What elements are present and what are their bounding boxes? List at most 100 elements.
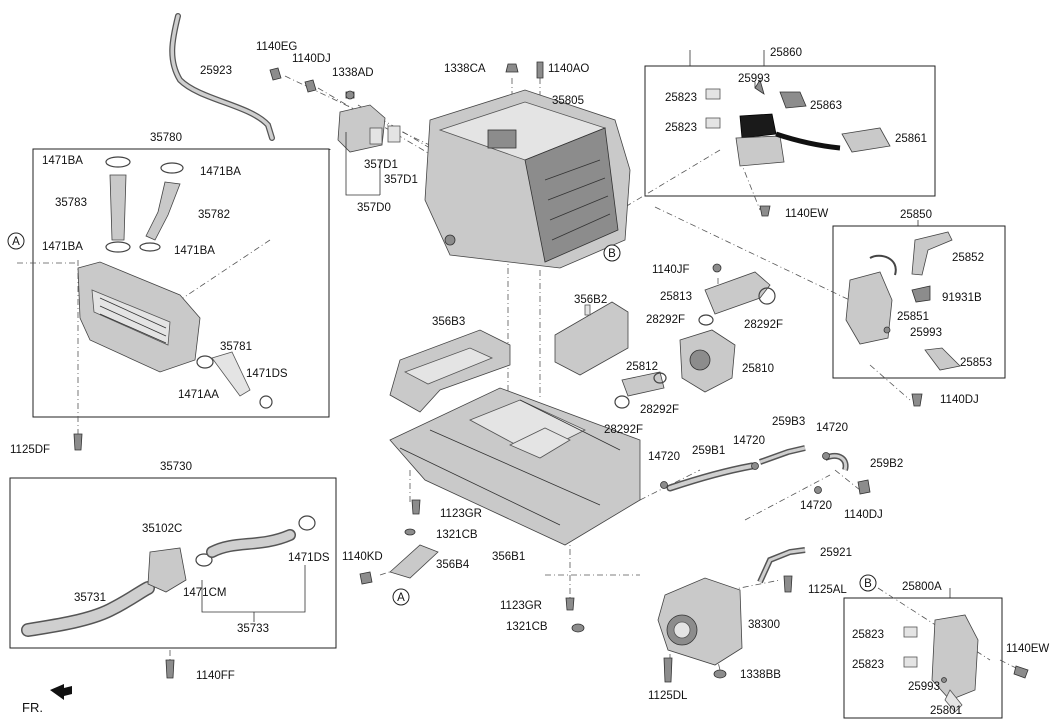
coolant-pump-25810: [614, 263, 776, 409]
label-259B1: 259B1: [692, 445, 725, 457]
label-25823-d: 25823: [852, 659, 884, 671]
hose-25923: [169, 13, 275, 141]
label-1125DL: 1125DL: [648, 690, 688, 702]
label-356B2: 356B2: [574, 294, 607, 306]
svg-text:B: B: [864, 578, 872, 590]
label-1471BA-1: 1471BA: [42, 155, 83, 167]
callout-B-mid: B: [603, 244, 621, 262]
label-1140EW-low: 1140EW: [1006, 643, 1049, 655]
label-35731: 35731: [74, 592, 106, 604]
label-1338CA: 1338CA: [444, 63, 486, 75]
label-25853: 25853: [960, 357, 992, 369]
pipe-25921: [757, 547, 806, 584]
label-35730: 35730: [160, 461, 192, 473]
label-1140DJ-low: 1140DJ: [844, 509, 883, 521]
label-FR: FR.: [22, 700, 43, 715]
bracket-356B2: [554, 301, 629, 376]
group-box-25800A: [843, 597, 1003, 719]
fastener-1123GR-a: [411, 499, 421, 515]
label-28292F-a: 28292F: [646, 314, 685, 326]
label-259B2: 259B2: [870, 458, 903, 470]
svg-text:B: B: [608, 248, 616, 260]
label-25993-mid: 25993: [910, 327, 942, 339]
label-14720-b: 14720: [733, 435, 765, 447]
label-25801: 25801: [930, 705, 962, 717]
fastener-1125DF: [73, 433, 83, 451]
fastener-1140AO: [536, 61, 544, 79]
bracket-356B4: [389, 544, 439, 579]
label-25823-b: 25823: [665, 122, 697, 134]
fastener-1140KD: [359, 571, 373, 585]
label-14720-c: 14720: [648, 451, 680, 463]
label-357D0: 357D0: [357, 202, 391, 214]
label-1471AA: 1471AA: [178, 389, 219, 401]
front-direction-arrow-icon: [50, 684, 72, 700]
label-259B3: 259B3: [772, 416, 805, 428]
label-1140DJ-top: 1140DJ: [292, 53, 331, 65]
hose-assembly-35730: [21, 515, 316, 637]
label-357D1-a: 357D1: [364, 159, 398, 171]
chiller-assembly: [77, 156, 273, 409]
label-1140DJ-mid: 1140DJ: [940, 394, 979, 406]
svg-text:A: A: [12, 236, 20, 248]
label-1471CM: 1471CM: [183, 587, 226, 599]
label-25823-a: 25823: [665, 92, 697, 104]
inverter-bracket: [337, 91, 401, 153]
label-1123GR-b: 1123GR: [500, 600, 542, 612]
svg-text:A: A: [397, 592, 405, 604]
label-1471BA-3: 1471BA: [42, 241, 83, 253]
fastener-1125DL: [663, 657, 673, 683]
fastener-1140EW-top: [759, 205, 771, 217]
fastener-1125AL: [783, 575, 793, 593]
label-25850: 25850: [900, 209, 932, 221]
label-35805: 35805: [552, 95, 584, 107]
fastener-1140EG: [269, 67, 282, 81]
label-25851: 25851: [897, 311, 929, 323]
callout-A-left: A: [7, 232, 25, 250]
valve-assembly-25800A: [903, 614, 979, 713]
fastener-1140EW-low: [1013, 665, 1029, 679]
fastener-1338CA: [505, 63, 519, 73]
leader-lines: [329, 50, 951, 598]
label-1471BA-2: 1471BA: [200, 166, 241, 178]
label-14720-d: 14720: [800, 500, 832, 512]
label-1321CB-a: 1321CB: [436, 529, 478, 541]
label-1471DS-top: 1471DS: [246, 368, 288, 380]
valve-assembly-25850: [845, 231, 961, 371]
bracket-356B3: [389, 329, 511, 413]
label-1471BA-4: 1471BA: [174, 245, 215, 257]
fastener-1321CB-b: [571, 623, 585, 633]
label-28292F-d: 28292F: [604, 424, 643, 436]
label-35783: 35783: [55, 197, 87, 209]
label-1338AD: 1338AD: [332, 67, 374, 79]
label-28292F-c: 28292F: [640, 404, 679, 416]
group-box-25860: [644, 65, 936, 197]
fastener-1140DJ-top: [304, 79, 317, 93]
fastener-1338AD: [345, 90, 355, 100]
label-35781: 35781: [220, 341, 252, 353]
label-25993-low: 25993: [908, 681, 940, 693]
label-25813: 25813: [660, 291, 692, 303]
fastener-1123GR-b: [565, 597, 575, 611]
label-356B3: 356B3: [432, 316, 465, 328]
fastener-1321CB-a: [404, 528, 416, 536]
label-25921: 25921: [820, 547, 852, 559]
label-25993-top: 25993: [738, 73, 770, 85]
label-35102C: 35102C: [142, 523, 182, 535]
fastener-1338BB: [713, 669, 727, 679]
callout-A-bottom: A: [392, 588, 410, 606]
label-25860: 25860: [770, 47, 802, 59]
label-25863: 25863: [810, 100, 842, 112]
label-25852: 25852: [952, 252, 984, 264]
label-1140EG: 1140EG: [256, 41, 297, 53]
label-356B4: 356B4: [436, 559, 470, 571]
label-357D1-b: 357D1: [384, 174, 418, 186]
fastener-1140FF: [165, 659, 175, 679]
label-25823-c: 25823: [852, 629, 884, 641]
fastener-1140DJ-mid: [911, 393, 923, 407]
label-25861: 25861: [895, 133, 927, 145]
label-25810: 25810: [742, 363, 774, 375]
label-1471DS-low: 1471DS: [288, 552, 330, 564]
label-91931B: 91931B: [942, 292, 982, 304]
label-356B1: 356B1: [492, 551, 525, 563]
